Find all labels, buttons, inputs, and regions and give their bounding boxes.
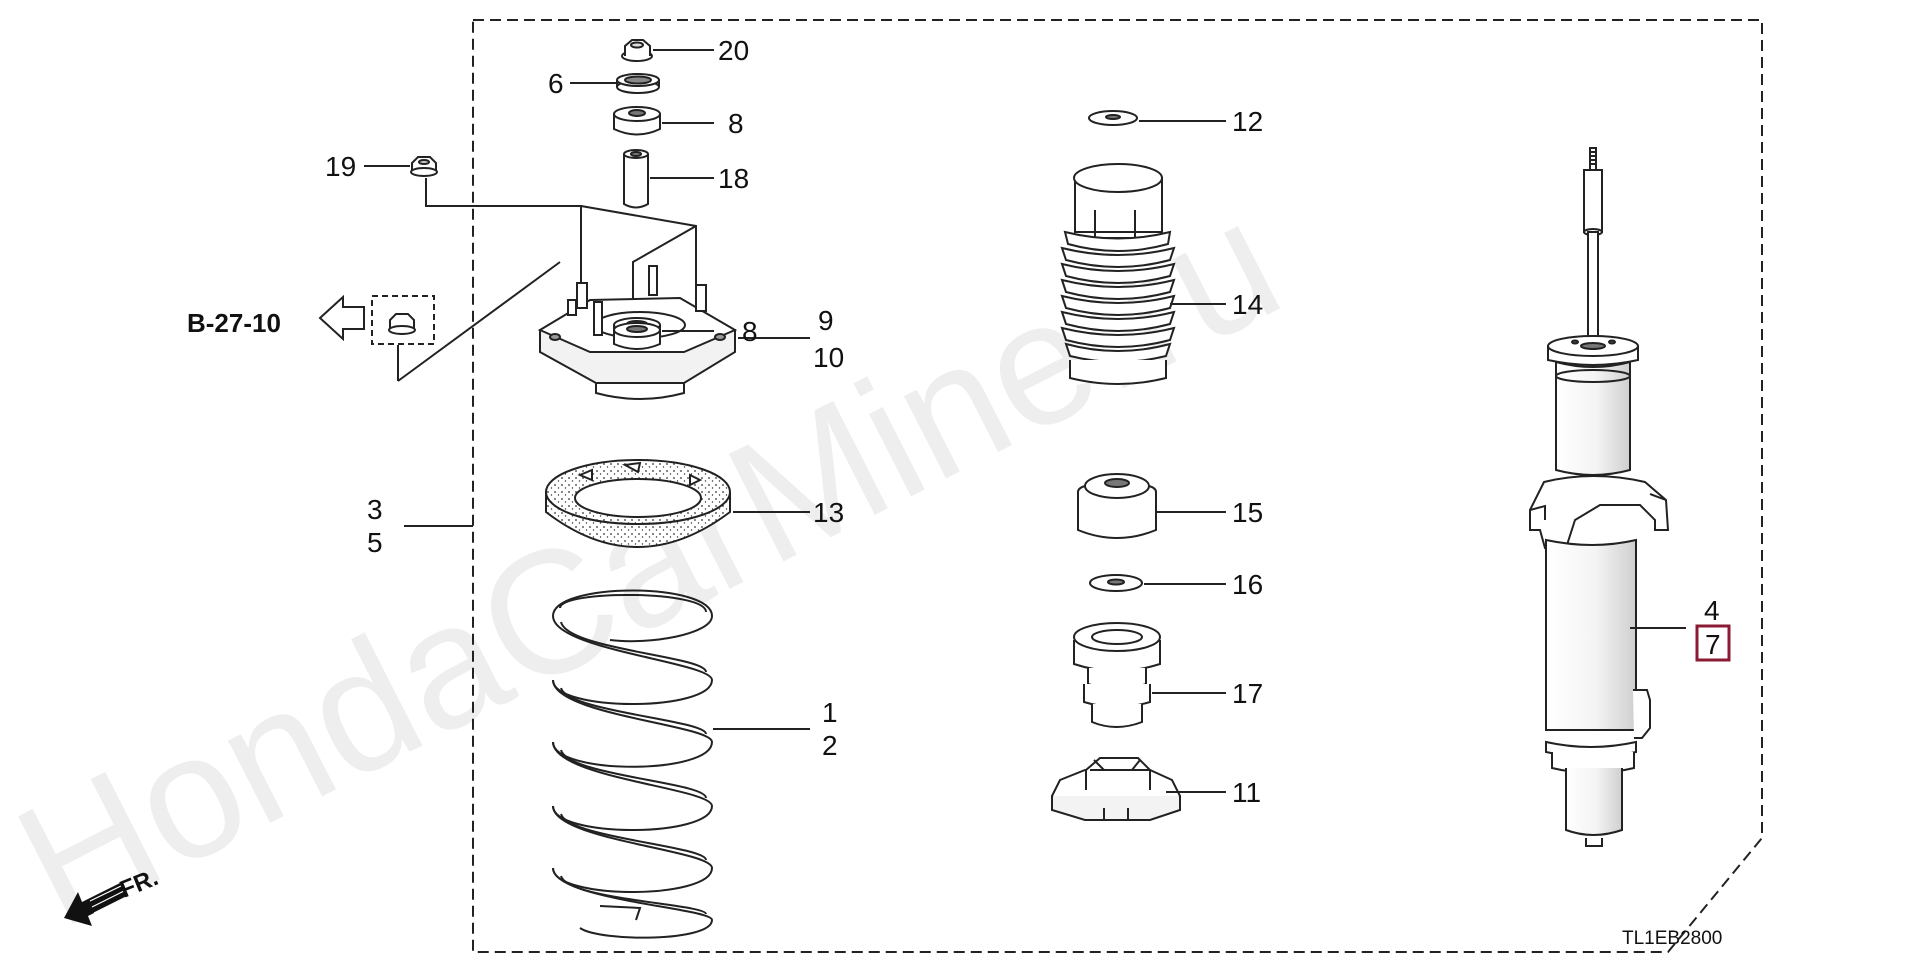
- part-13-spring-seat[interactable]: [545, 459, 731, 548]
- part-17-bump-rubber[interactable]: [1073, 622, 1161, 728]
- part-18-collar[interactable]: [623, 149, 649, 209]
- callout-16: 16: [1232, 569, 1263, 600]
- part-11-lower-spring-seat[interactable]: [1051, 757, 1181, 821]
- part-8-lower-drawing-proper[interactable]: [613, 322, 661, 350]
- callout-3: 3: [367, 494, 383, 525]
- callout-7-highlight-box[interactable]: [1695, 624, 1731, 662]
- callout-8-lower: 8: [742, 316, 758, 347]
- part-1-2-coil-spring[interactable]: [552, 589, 714, 939]
- assembly-frame: [472, 19, 1763, 953]
- callout-5: 5: [367, 527, 383, 558]
- callout-17: 17: [1232, 678, 1263, 709]
- callout-14: 14: [1232, 289, 1263, 320]
- ref-dashed-box: [371, 295, 435, 345]
- part-16-washer[interactable]: [1089, 574, 1143, 592]
- callout-7[interactable]: 7: [1705, 629, 1721, 660]
- part-20-flange-nut[interactable]: [621, 39, 653, 62]
- callout-6: 6: [548, 68, 564, 99]
- callout-10: 10: [813, 342, 844, 373]
- callout-13: 13: [813, 497, 844, 528]
- part-6-bearing[interactable]: [616, 73, 660, 94]
- callout-1: 1: [822, 697, 838, 728]
- drawing-code: TL1EB2800: [1622, 928, 1722, 949]
- part-19-nut[interactable]: [410, 156, 438, 177]
- callout-4: 4: [1704, 595, 1720, 626]
- callout-11: 11: [1232, 777, 1261, 808]
- callout-9: 9: [818, 305, 834, 336]
- part-14-dust-boot[interactable]: [1060, 163, 1176, 385]
- callout-19: 19: [325, 151, 356, 182]
- callout-12: 12: [1232, 106, 1263, 137]
- front-direction-arrow-icon: [64, 882, 128, 926]
- part-8-upper-bushing[interactable]: [613, 106, 661, 136]
- part-12-washer[interactable]: [1088, 110, 1138, 126]
- part-4-7-shock-absorber[interactable]: [1529, 147, 1670, 847]
- callout-8-upper: 8: [728, 108, 744, 139]
- part-15-bump-stop-cap[interactable]: [1077, 473, 1157, 539]
- ref-nut-icon: [388, 313, 416, 335]
- ref-code-label[interactable]: B-27-10: [187, 308, 281, 338]
- callout-18: 18: [718, 163, 749, 194]
- callout-15: 15: [1232, 497, 1263, 528]
- callout-20: 20: [718, 35, 749, 66]
- callout-2: 2: [822, 730, 838, 761]
- ref-arrow-icon[interactable]: [318, 294, 365, 342]
